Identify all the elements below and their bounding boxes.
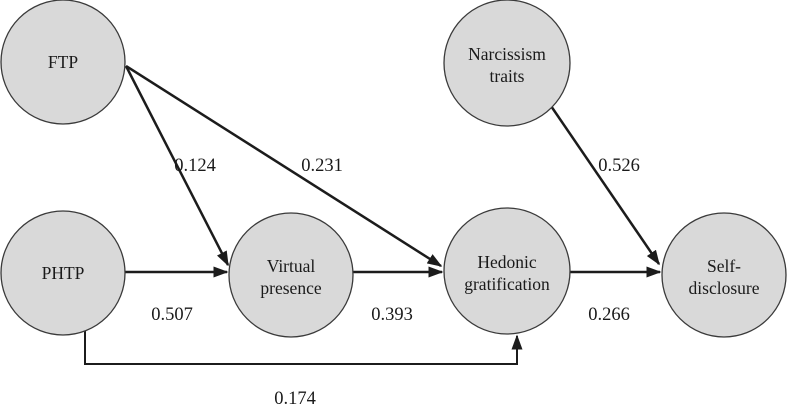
node-self-disclosure-circle [661, 212, 787, 338]
node-narcissism-traits-label-line1: Narcissism [468, 44, 546, 64]
node-self-disclosure-label-line2: disclosure [689, 278, 760, 298]
node-ftp: FTP [0, 0, 126, 125]
node-virtual-presence-circle [228, 212, 354, 338]
node-narcissism-traits-label-line2: traits [490, 66, 525, 86]
coefficient-hedonic-self: 0.266 [588, 305, 630, 325]
node-virtual-presence-label-line1: Virtual [267, 256, 316, 276]
node-narcissism-traits: Narcissism traits [443, 0, 571, 127]
node-hedonic-gratification-circle [443, 207, 571, 335]
node-hedonic-gratification-label-line1: Hedonic [477, 252, 537, 272]
node-hedonic-gratification: Hedonic gratification [443, 207, 571, 335]
node-narcissism-traits-circle [443, 0, 571, 127]
coefficient-phtp-hedonic: 0.174 [274, 389, 316, 407]
edge-phtp-to-hedonic-gratification-indirect [84, 331, 523, 365]
node-virtual-presence-label-line2: presence [260, 278, 321, 298]
edge-ftp-to-hedonic-gratification [125, 64, 443, 268]
coefficient-ftp-hedonic: 0.231 [301, 156, 343, 176]
node-virtual-presence: Virtual presence [228, 212, 354, 338]
coefficient-phtp-virtual: 0.507 [151, 305, 193, 325]
node-phtp: PHTP [0, 210, 126, 336]
edge-narcissism-to-self-disclosure [549, 105, 661, 266]
coefficient-virtual-hedonic: 0.393 [371, 305, 413, 325]
node-ftp-circle [0, 0, 126, 125]
edge-ftp-to-virtual-presence [124, 65, 230, 267]
node-hedonic-gratification-label-line2: gratification [464, 274, 550, 294]
node-phtp-circle [0, 210, 126, 336]
coefficient-ftp-virtual: 0.124 [174, 156, 216, 176]
node-ftp-label: FTP [48, 52, 78, 72]
node-phtp-label: PHTP [42, 263, 85, 283]
node-self-disclosure: Self- disclosure [661, 212, 787, 338]
coefficient-narcissism-self: 0.526 [598, 156, 640, 176]
node-self-disclosure-label-line1: Self- [707, 256, 741, 276]
